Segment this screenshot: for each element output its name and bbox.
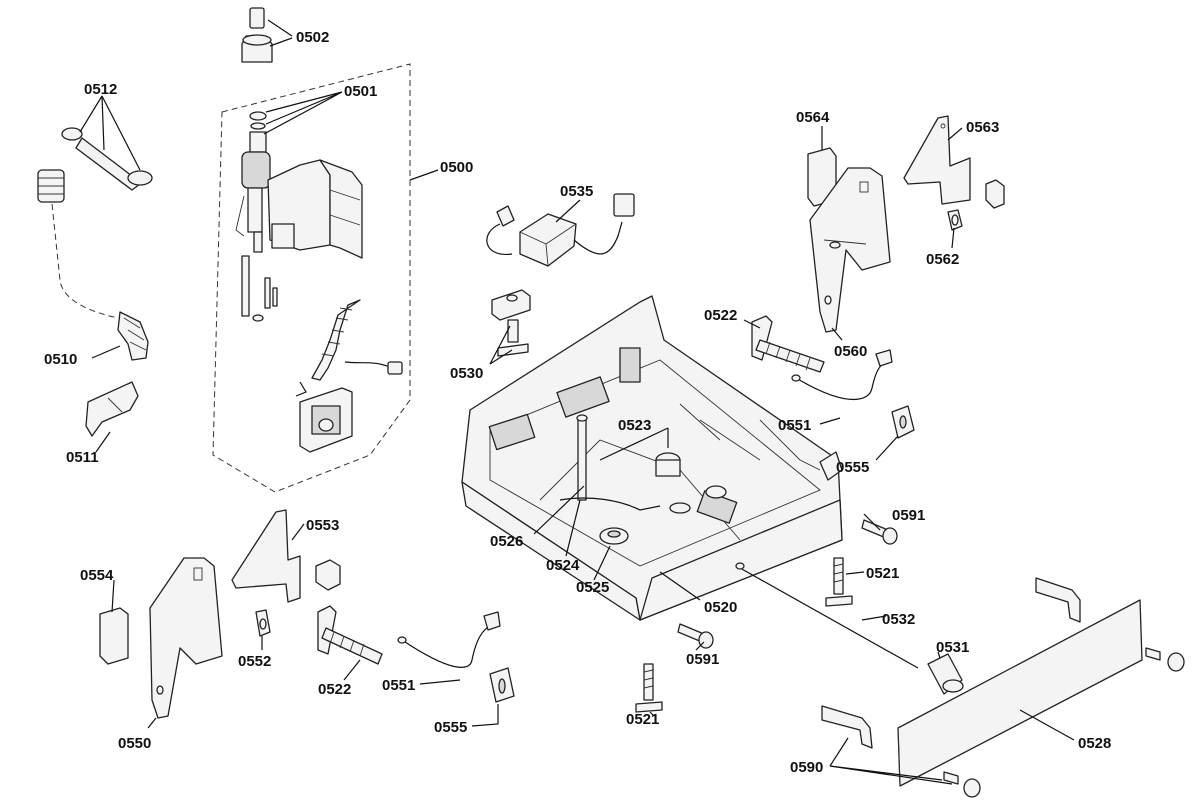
label-0501: 0501: [344, 83, 377, 100]
part-0554-cover: [99, 607, 129, 665]
part-corrugated-sleeve: [37, 169, 65, 203]
leader-lines: [79, 19, 1075, 785]
part-0528-kick-plate: [897, 599, 1143, 787]
label-0510: 0510: [44, 351, 77, 368]
part-0522-spring-upper: [751, 315, 825, 373]
label-0555-lower: 0555: [434, 719, 467, 736]
label-0591-upper: 0591: [892, 507, 925, 524]
part-0590-screw-cap-lower: [943, 771, 981, 798]
part-0501-valve: [235, 111, 271, 253]
part-coiled-hose: [295, 299, 403, 397]
label-0551-lower: 0551: [382, 677, 415, 694]
part-mounting-plate: [299, 387, 353, 453]
part-0512-hose-clamps: [61, 127, 153, 191]
part-0591-screw-upper: [861, 519, 898, 545]
label-0522-lower: 0522: [318, 681, 351, 698]
part-0591-screw-lower: [677, 623, 714, 649]
part-0562-clip: [947, 209, 963, 231]
label-0563: 0563: [966, 119, 999, 136]
label-0550: 0550: [118, 735, 151, 752]
part-0535-junction-box: [486, 193, 635, 267]
assembly-boundary-0500: [212, 63, 411, 493]
label-0551-upper: 0551: [778, 417, 811, 434]
label-0560: 0560: [834, 343, 867, 360]
label-0521-lower: 0521: [626, 711, 659, 728]
part-0521-foot-lower: [635, 663, 663, 713]
part-0510-drain-hose: [117, 311, 149, 361]
part-kick-plate-bracket-lower: [821, 705, 873, 749]
label-0528: 0528: [1078, 735, 1111, 752]
hose-route-0510: [51, 203, 119, 319]
label-0523: 0523: [618, 417, 651, 434]
label-0512: 0512: [84, 81, 117, 98]
part-0553-hinge-bracket: [231, 509, 341, 603]
part-0520-base-pan: [461, 295, 843, 621]
part-kick-plate-bracket-upper: [1035, 577, 1081, 623]
label-0526: 0526: [490, 533, 523, 550]
part-0552-clip: [255, 609, 271, 637]
part-0555-connector-lower: [489, 667, 515, 703]
part-0555-connector-upper: [891, 405, 915, 439]
label-0590: 0590: [790, 759, 823, 776]
part-0521-foot-upper: [825, 557, 853, 607]
part-0550-bracket: [149, 557, 223, 719]
part-0500-air-break-housing: [267, 159, 363, 259]
label-0555-upper: 0555: [836, 459, 869, 476]
label-0524: 0524: [546, 557, 580, 574]
part-0563-hinge-bracket: [903, 115, 1005, 209]
part-0590-screw-cap-upper: [1145, 647, 1185, 672]
label-0552: 0552: [238, 653, 271, 670]
label-0525: 0525: [576, 579, 609, 596]
part-0502-fitting: [241, 7, 273, 63]
label-0502: 0502: [296, 29, 329, 46]
label-0511: 0511: [66, 449, 99, 466]
label-0535: 0535: [560, 183, 593, 200]
label-0530: 0530: [450, 365, 483, 382]
part-0523-float: [576, 414, 588, 501]
part-0551-cable-lower: [397, 611, 501, 668]
part-0532-rod: [735, 562, 919, 669]
label-0520: 0520: [704, 599, 737, 616]
label-0521-upper: 0521: [866, 565, 899, 582]
label-0532: 0532: [882, 611, 915, 628]
label-0531: 0531: [936, 639, 969, 656]
part-0530-leveling-foot: [491, 289, 531, 357]
label-0553: 0553: [306, 517, 339, 534]
part-0525-float-disc: [599, 527, 629, 545]
part-0531-knob: [927, 653, 964, 695]
part-small-tube-set: [241, 255, 278, 322]
label-0591-lower: 0591: [686, 651, 719, 668]
part-0560-bracket: [809, 167, 891, 333]
label-0562: 0562: [926, 251, 959, 268]
part-0511-bracket: [85, 381, 139, 437]
label-0522-upper: 0522: [704, 307, 737, 324]
part-0522-spring-lower: [317, 605, 383, 665]
label-0500: 0500: [440, 159, 473, 176]
part-0551-cable-upper: [791, 349, 893, 401]
label-0564: 0564: [796, 109, 830, 126]
label-0554: 0554: [80, 567, 114, 584]
